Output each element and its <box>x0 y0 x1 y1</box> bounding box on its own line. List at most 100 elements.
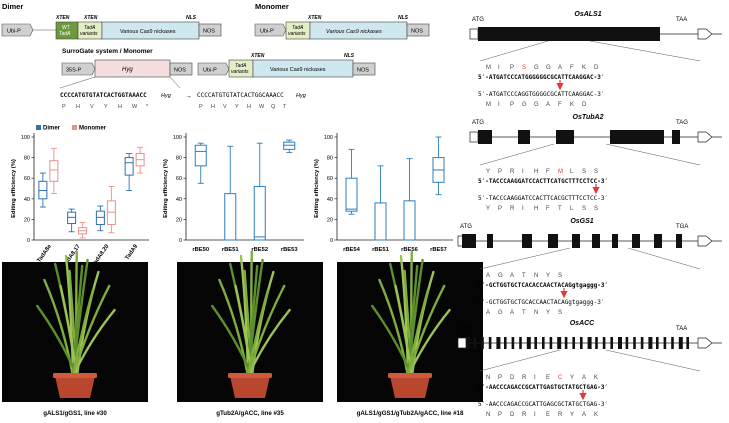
surrogate-seq-after: CCCCATGTGTATCACTGGCAAACC <box>197 92 284 99</box>
exon <box>522 234 532 248</box>
surrogate-hyg-after: Hyg <box>296 93 307 99</box>
seq-edited: 5′-AACCCAGACCGCATTGAGCGCTATGCTGAG-3′ <box>478 401 608 408</box>
seq-edited: 5′-ATGATCCCAGGTGGGGCGCATTCAAGGAC-3′ <box>478 91 604 98</box>
photo-caption: gTub2A/gACC, line #35 <box>216 410 284 417</box>
aa-top-letter: S <box>594 169 598 175</box>
aa-top-letter: P <box>498 375 502 381</box>
aa-bottom-letter: S <box>582 206 586 212</box>
aa-after-letter: T <box>283 104 287 110</box>
category-label: rBE51 <box>222 247 240 253</box>
zoom-line-right <box>627 247 701 270</box>
aa-bottom-letter: S <box>558 310 562 316</box>
aa-bottom-letter: D <box>582 102 587 108</box>
leaf-blade <box>246 288 270 378</box>
aa-after-letter: H <box>247 104 251 110</box>
surrogate-variant-label2: variants <box>231 69 249 75</box>
aa-bottom-letter: I <box>534 412 536 418</box>
aa-after-letter: Q <box>271 104 276 110</box>
surrogate-nos2-label: NOS <box>357 68 369 74</box>
seq-reference: 5′-AACCCAGACCGCATTGAGTGCTATGCTGAG-3′ <box>478 384 608 391</box>
y-tick-label: 80 <box>24 156 30 162</box>
y-axis-title: Editing efficiency (%) <box>314 159 320 218</box>
start-codon: ATG <box>460 224 472 230</box>
exon <box>625 337 629 349</box>
photo-caption: gALS1/gGS1, line #30 <box>43 410 107 417</box>
utr-3prime <box>697 131 713 143</box>
surrogate-35s-label: 35S-P <box>66 68 82 74</box>
aa-top-letter: E <box>546 375 550 381</box>
aa-after-letter: W <box>259 104 265 110</box>
aa-top-letter: F <box>570 65 574 71</box>
zoom-line-left <box>479 40 549 62</box>
aa-bottom-letter: A <box>582 412 586 418</box>
y-axis-title: Editing efficiency (%) <box>11 159 17 218</box>
exon <box>549 337 553 349</box>
gene-name: OsTubA2 <box>573 114 604 121</box>
plant-photo <box>337 250 483 402</box>
aa-top-letter: A <box>582 375 586 381</box>
dimer-nls: NLS <box>186 15 197 21</box>
y-tick-label: 80 <box>176 156 182 162</box>
monomer-variant-label: TadA <box>292 25 304 31</box>
surrogate-construct: SurroGate system / Monomer 35S-P Hyg NOS… <box>59 48 376 110</box>
leaf-blade <box>71 288 95 378</box>
aa-bottom-letter: F <box>558 102 562 108</box>
aa-bottom-letter: A <box>510 310 514 316</box>
y-tick-label: 0 <box>330 238 333 244</box>
zoom-line-right <box>605 143 701 166</box>
aa-bottom-letter: A <box>486 310 490 316</box>
surrogate-cas9-label: Various Cas9 nickases <box>270 67 326 73</box>
legend-label: Dimer <box>43 126 61 132</box>
category-label: rBE52 <box>251 247 268 253</box>
box <box>106 200 116 226</box>
aa-bottom-letter: K <box>594 412 598 418</box>
surrogate-nos1-label: NOS <box>174 68 186 74</box>
surrogate-variant-label: TadA <box>235 63 247 69</box>
exon <box>473 337 477 349</box>
aa-top-letter: I <box>498 65 500 71</box>
utr-5prime <box>469 28 479 40</box>
flower-pot <box>230 376 270 398</box>
aa-bottom-letter: I <box>498 102 500 108</box>
box <box>403 200 416 241</box>
utr-5prime <box>457 337 467 349</box>
exon <box>572 337 575 349</box>
y-tick-label: 100 <box>173 135 182 141</box>
utr-3prime <box>697 337 713 349</box>
aa-top-letter: M <box>486 65 491 71</box>
exon <box>572 234 580 248</box>
aa-bottom-letter: A <box>546 102 550 108</box>
exon <box>534 337 537 349</box>
dimer-construct: Dimer Ubi-P WT TadA XTEN TadA variants X… <box>1 2 222 40</box>
stop-codon: TGA <box>676 224 688 230</box>
surrogate-edit-arrow: → <box>185 93 192 100</box>
aa-top-letter: N <box>534 273 538 279</box>
y-tick-label: 0 <box>179 238 182 244</box>
box <box>95 210 105 226</box>
aa-bottom-letter: I <box>522 206 524 212</box>
exon <box>633 337 636 349</box>
category-label: rBE54 <box>343 247 361 253</box>
zoom-line-right <box>605 349 701 372</box>
zoom-line-left <box>479 247 571 270</box>
aa-top-letter: S <box>582 169 586 175</box>
aa-bottom-letter: F <box>546 206 550 212</box>
aa-bottom-letter: P <box>510 102 514 108</box>
dimer-xten2: XTEN <box>83 15 98 21</box>
aa-before-letter: V <box>90 104 94 110</box>
aa-top-letter: T <box>522 273 526 279</box>
box <box>345 177 358 212</box>
aa-bottom-letter: S <box>594 206 598 212</box>
aa-top-letter: R <box>522 375 527 381</box>
exon <box>587 337 592 349</box>
aa-top-letter: S <box>558 273 562 279</box>
aa-top-letter: A <box>510 273 514 279</box>
aa-top-letter: K <box>582 65 586 71</box>
exon <box>496 337 501 349</box>
pot-rim <box>53 373 97 378</box>
aa-before-letter: P <box>62 104 66 110</box>
aa-top-letter: M <box>558 169 563 175</box>
exon <box>602 337 606 349</box>
